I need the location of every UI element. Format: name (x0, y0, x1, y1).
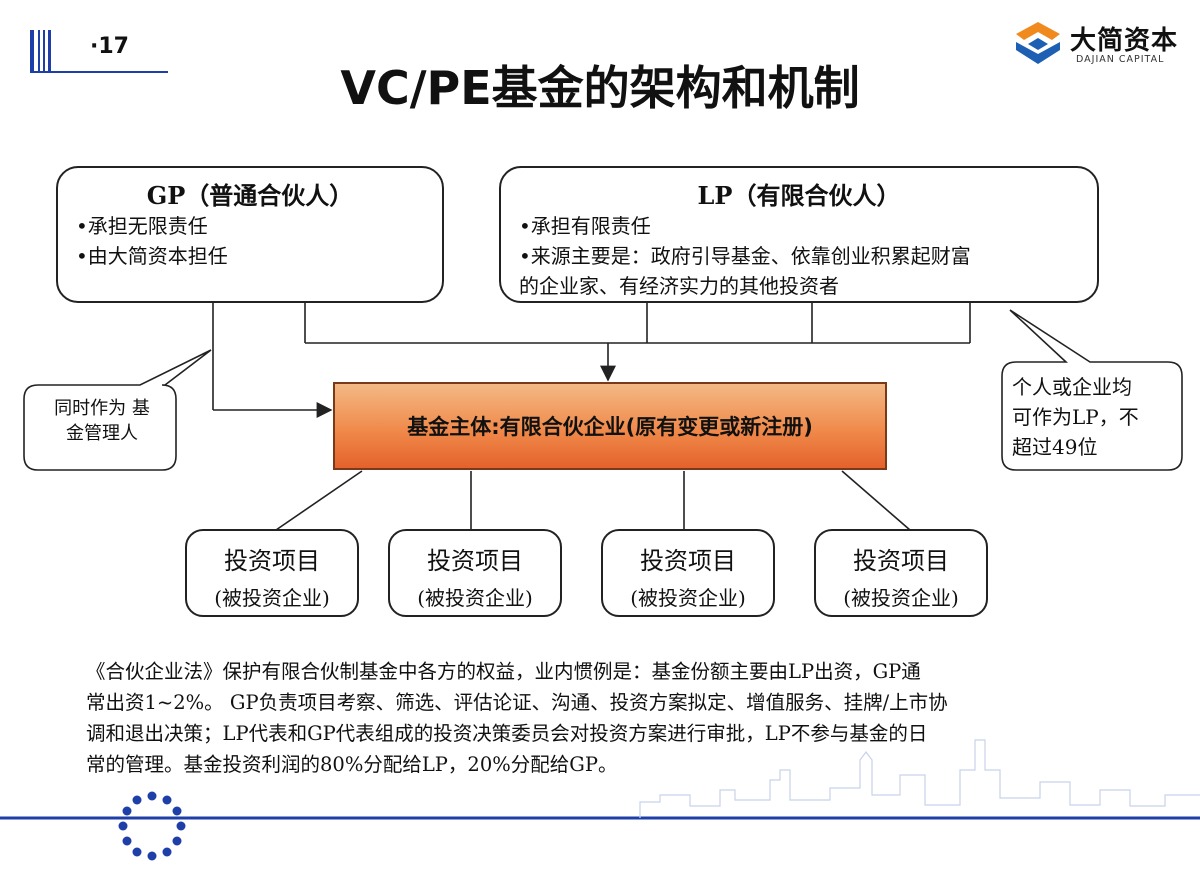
explanation-paragraph: 《合伙企业法》保护有限合伙制基金中各方的权益，业内惯例是：基金份额主要由LP出资… (86, 656, 1136, 780)
left-callout-line: 同时作为 基 (54, 398, 150, 419)
gp-bullet: •承担无限责任 (76, 214, 208, 238)
project-box: 投资项目 (被投资企业) (601, 529, 775, 617)
project-subtitle: (被投资企业) (630, 586, 746, 610)
fund-entity-label: 基金主体:有限合伙企业(原有变更或新注册) (407, 415, 813, 439)
lp-bullet: 的企业家、有经济实力的其他投资者 (519, 274, 839, 298)
paragraph-line: 常的管理。基金投资利润的80%分配给LP，20%分配给GP。 (86, 753, 618, 776)
project-box: 投资项目 (被投资企业) (185, 529, 359, 617)
lp-box: LP（有限合伙人） •承担有限责任 •来源主要是：政府引导基金、依靠创业积累起财… (499, 166, 1099, 303)
paragraph-line: 《合伙企业法》保护有限合伙制基金中各方的权益，业内惯例是：基金份额主要由LP出资… (86, 660, 921, 683)
project-title: 投资项目 (853, 547, 949, 575)
paragraph-line: 调和退出决策；LP代表和GP代表组成的投资决策委员会对投资方案进行审批，LP不参… (86, 722, 928, 745)
project-subtitle: (被投资企业) (843, 586, 959, 610)
project-box: 投资项目 (被投资企业) (388, 529, 562, 617)
logo-subtitle: DAJIAN CAPITAL (1076, 54, 1165, 65)
left-callout: 同时作为 基 金管理人 (34, 396, 170, 446)
right-callout-line: 个人或企业均 (1012, 375, 1132, 399)
lp-title: LP（有限合伙人） (697, 181, 901, 210)
left-callout-line: 金管理人 (66, 423, 138, 444)
lp-bullet: •来源主要是：政府引导基金、依靠创业积累起财富 (519, 244, 971, 268)
project-title: 投资项目 (640, 547, 736, 575)
page-number: ·17 (90, 34, 129, 59)
project-box: 投资项目 (被投资企业) (814, 529, 988, 617)
project-title: 投资项目 (427, 547, 523, 575)
right-callout-line: 超过49位 (1012, 435, 1098, 459)
fund-entity-box: 基金主体:有限合伙企业(原有变更或新注册) (333, 382, 887, 470)
project-title: 投资项目 (224, 547, 320, 575)
skyline-decoration (639, 739, 1200, 818)
logo-name: 大简资本 (1070, 26, 1179, 56)
gp-box: GP（普通合伙人） •承担无限责任 •由大简资本担任 (56, 166, 444, 303)
project-subtitle: (被投资企业) (214, 586, 330, 610)
connectors (212, 303, 971, 531)
logo-mark-icon (1016, 22, 1060, 64)
gp-bullet: •由大简资本担任 (76, 244, 228, 268)
right-callout: 个人或企业均 可作为LP，不 超过49位 (1012, 372, 1178, 462)
gp-title: GP（普通合伙人） (146, 181, 354, 210)
lp-bullet: •承担有限责任 (519, 214, 651, 238)
company-logo: 大简资本 DAJIAN CAPITAL (1012, 18, 1184, 70)
corner-decoration (30, 30, 168, 73)
dot-ring-decoration (118, 791, 186, 861)
paragraph-line: 常出资1~2%。 GP负责项目考察、筛选、评估论证、沟通、投资方案拟定、增值服务… (86, 691, 948, 714)
page-title: VC/PE基金的架构和机制 (340, 61, 860, 115)
right-callout-line: 可作为LP，不 (1012, 405, 1139, 429)
project-subtitle: (被投资企业) (417, 586, 533, 610)
